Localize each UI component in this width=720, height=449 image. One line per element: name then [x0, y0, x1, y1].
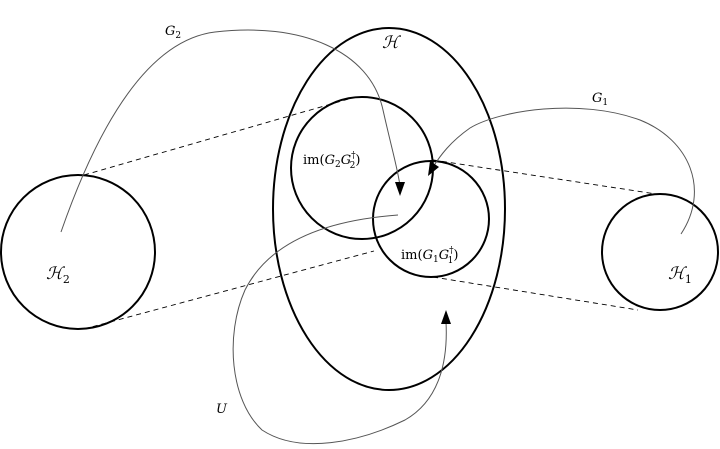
space-H1-circle: [601, 193, 719, 311]
dashed-line-H1-top: [432, 159, 657, 195]
image-G1-circle: [372, 160, 490, 278]
label-map-G1: G1: [592, 91, 608, 108]
label-map-U: U: [216, 402, 228, 417]
label-image-G2: im(G2G†2): [303, 151, 360, 171]
map-U-arrowhead: [441, 310, 451, 324]
space-H2-circle: [0, 174, 156, 330]
map-G1-curve: [432, 107, 695, 235]
label-map-G2: G2: [165, 24, 181, 41]
space-H-ellipse: [272, 27, 506, 391]
label-space-H1: ℋ1: [668, 264, 692, 286]
label-space-H2: ℋ2: [46, 264, 70, 286]
map-U-curve: [232, 214, 447, 445]
map-G2-curve: [60, 29, 401, 233]
image-G2-circle: [290, 96, 434, 240]
map-G2-arrowhead: [395, 182, 405, 196]
label-image-G1: im(G1G†1): [401, 246, 458, 266]
dashed-line-H2-top: [83, 97, 353, 176]
label-space-H: ℋ: [382, 33, 402, 53]
dashed-line-H1-bottom: [432, 276, 639, 311]
dashed-line-H2-bottom: [83, 250, 375, 330]
map-G1-arrowhead: [428, 161, 439, 176]
